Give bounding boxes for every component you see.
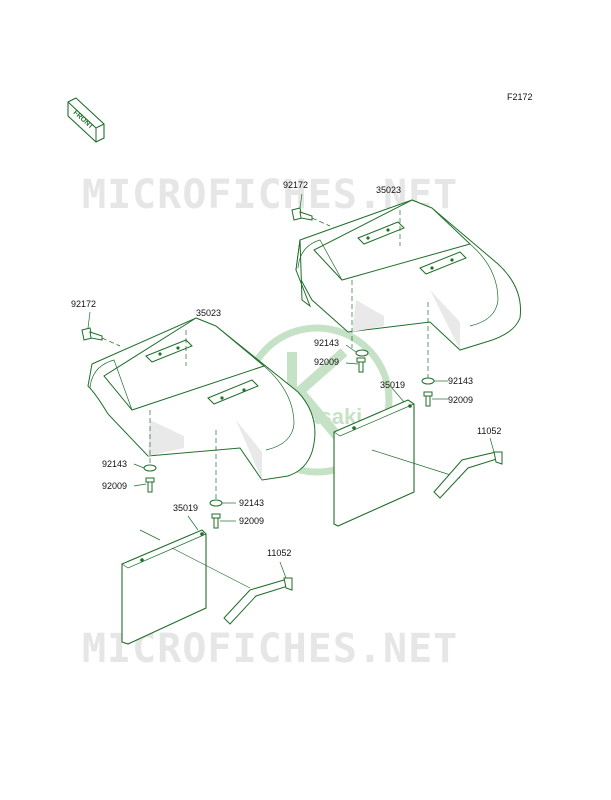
washer-right-a-icon [355,349,369,357]
figure-code: F2172 [507,92,533,102]
label-flap-right: 35019 [380,380,405,390]
screw-right-b-icon [423,391,433,407]
bracket-right-icon [433,451,503,499]
label-fender-left: 35023 [196,308,221,318]
label-bolt-left: 92172 [71,299,96,309]
fender-left [87,317,316,481]
label-washer-left-a: 92143 [102,459,127,469]
mud-flap-left [121,529,207,645]
bolt-left-icon [81,327,103,341]
label-flap-left: 35019 [173,503,198,513]
bolt-right-icon [291,207,313,221]
label-fender-right: 35023 [376,185,401,195]
mud-flap-right [333,399,415,527]
label-screw-left-a: 92009 [102,481,127,491]
label-bolt-right: 92172 [283,180,308,190]
washer-left-a-icon [143,464,157,472]
screw-left-b-icon [211,513,221,529]
label-washer-left-b: 92143 [239,498,264,508]
washer-left-b-icon [209,499,223,507]
label-screw-right-b: 92009 [448,395,473,405]
front-arrow-icon: FRONT [67,97,105,143]
label-screw-left-b: 92009 [239,516,264,526]
label-washer-right-b: 92143 [448,376,473,386]
label-bracket-right: 11052 [477,426,501,436]
label-screw-right-a: 92009 [314,357,339,367]
bracket-left-icon [223,577,293,625]
label-bracket-left: 11052 [267,548,291,558]
label-washer-right-a: 92143 [314,338,339,348]
screw-right-a-icon [356,357,366,373]
screw-left-a-icon [145,477,155,493]
washer-right-b-icon [421,377,435,385]
